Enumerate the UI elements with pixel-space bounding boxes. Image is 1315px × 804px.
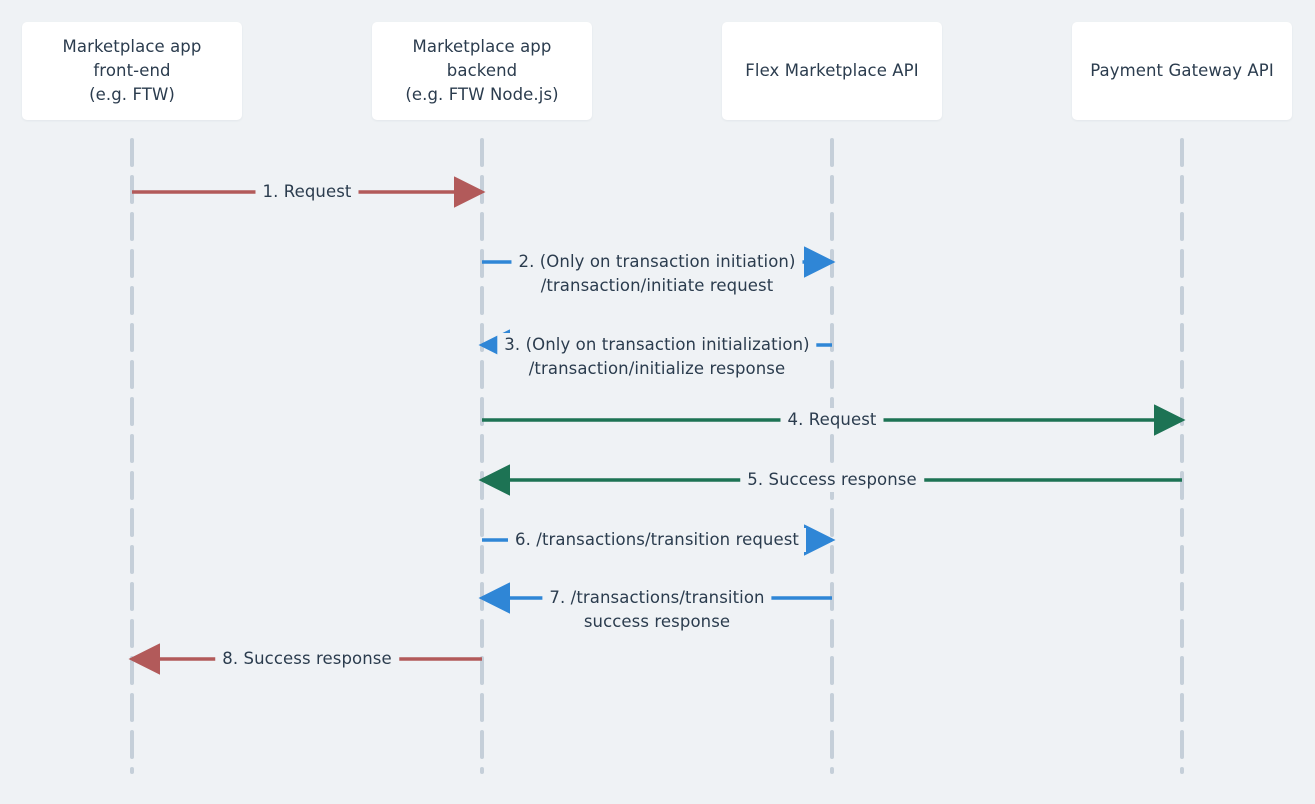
actor-box-flex-api[interactable]: Flex Marketplace API (722, 22, 942, 120)
actor-box-frontend[interactable]: Marketplace app front-end (e.g. FTW) (22, 22, 242, 120)
message-label-6: 6. /transactions/transition request (508, 528, 806, 552)
message-label-3: 3. (Only on transaction initialization) … (497, 333, 817, 381)
actor-box-payment-gateway[interactable]: Payment Gateway API (1072, 22, 1292, 120)
actor-label-flex-api: Flex Marketplace API (745, 61, 919, 80)
message-label-8: 8. Success response (215, 647, 399, 671)
actor-box-backend[interactable]: Marketplace app backend (e.g. FTW Node.j… (372, 22, 592, 120)
message-label-2: 2. (Only on transaction initiation) /tra… (511, 250, 803, 298)
actor-label-payment-gateway: Payment Gateway API (1090, 61, 1274, 80)
message-label-5: 5. Success response (740, 468, 924, 492)
message-label-1: 1. Request (255, 180, 359, 204)
actor-label-frontend: Marketplace app front-end (e.g. FTW) (62, 37, 202, 104)
message-label-4: 4. Request (780, 408, 884, 432)
message-label-7: 7. /transactions/transition success resp… (542, 586, 772, 634)
lifelines-group (130, 138, 1184, 774)
actor-label-backend: Marketplace app backend (e.g. FTW Node.j… (405, 37, 559, 104)
